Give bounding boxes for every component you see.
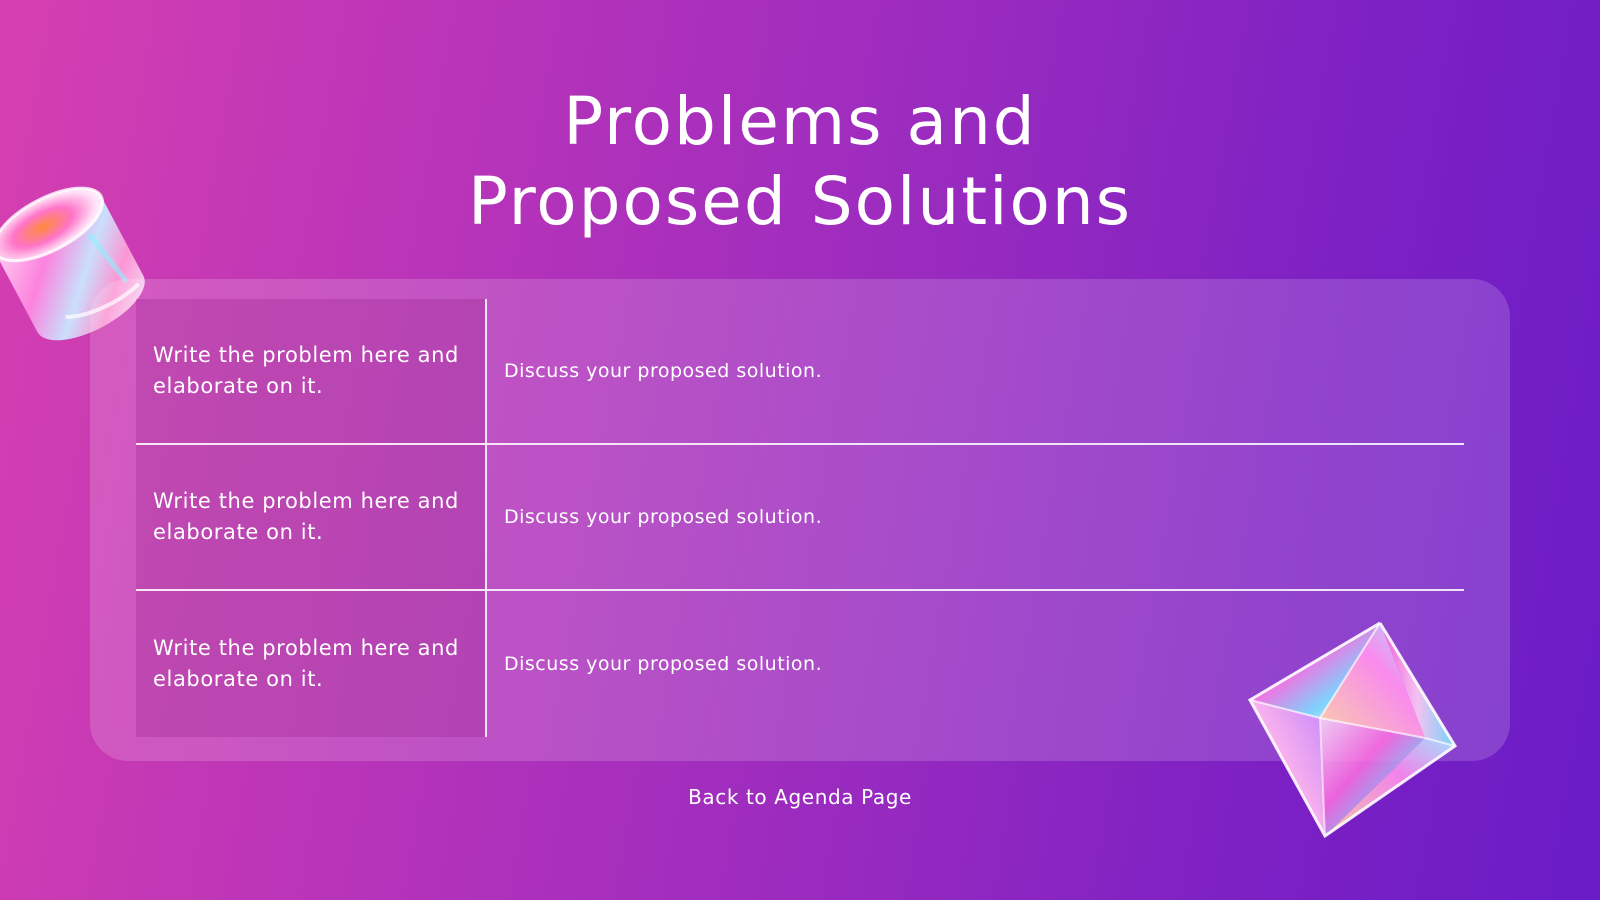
problem-cell: Write the problem here and elaborate on …: [136, 591, 487, 737]
problems-solutions-table: Write the problem here and elaborate on …: [136, 299, 1464, 737]
iridescent-cylinder-icon: [0, 186, 145, 341]
table-row: Write the problem here and elaborate on …: [136, 591, 1464, 737]
problem-cell: Write the problem here and elaborate on …: [136, 299, 487, 443]
solution-text: Discuss your proposed solution.: [504, 360, 823, 382]
solution-cell: Discuss your proposed solution.: [487, 299, 1464, 443]
title-line-1: Problems and: [563, 83, 1037, 160]
solution-text: Discuss your proposed solution.: [504, 653, 823, 675]
problem-text: Write the problem here and elaborate on …: [153, 636, 459, 691]
slide-title: Problems and Proposed Solutions: [0, 82, 1600, 242]
back-to-agenda-link[interactable]: Back to Agenda Page: [688, 785, 912, 809]
problem-text: Write the problem here and elaborate on …: [153, 489, 459, 544]
iridescent-octahedron-icon: [1247, 621, 1458, 839]
table-row: Write the problem here and elaborate on …: [136, 445, 1464, 591]
solution-cell: Discuss your proposed solution.: [487, 445, 1464, 589]
table-panel: [90, 279, 1510, 761]
solution-text: Discuss your proposed solution.: [504, 506, 823, 528]
problem-text: Write the problem here and elaborate on …: [153, 343, 459, 398]
table-row: Write the problem here and elaborate on …: [136, 299, 1464, 445]
solution-cell: Discuss your proposed solution.: [487, 591, 1464, 737]
problem-cell: Write the problem here and elaborate on …: [136, 445, 487, 589]
title-line-2: Proposed Solutions: [467, 163, 1133, 240]
